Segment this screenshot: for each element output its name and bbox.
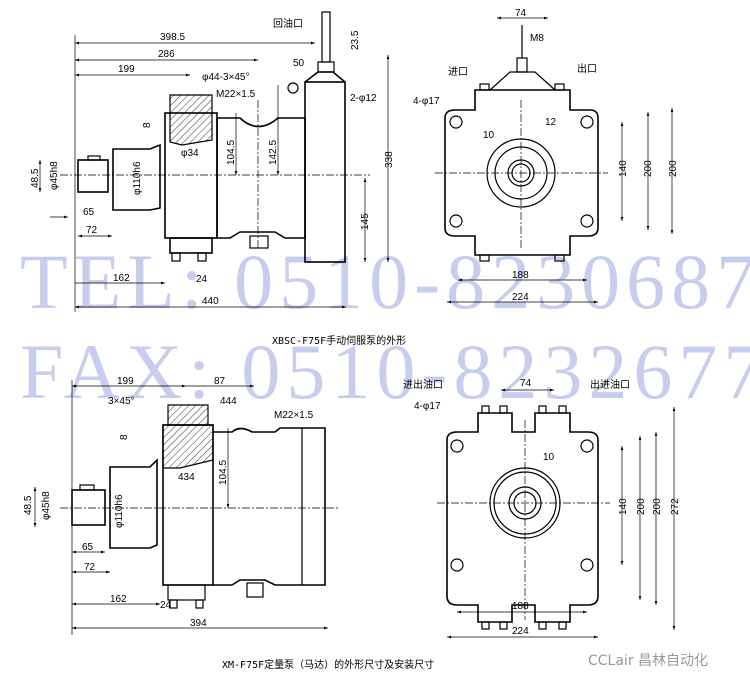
dim-label: 140 — [618, 498, 629, 515]
dim-label: φ110h6 — [114, 494, 125, 528]
top-front-labels: 74 M8 进口 出口 4-φ17 12 10 140 200 200 188 … — [413, 8, 679, 303]
dim-label: M8 — [530, 33, 544, 44]
dim-label: 50 — [293, 58, 305, 69]
dim-label: 10 — [483, 130, 495, 141]
outlet-inlet-port-label: 出进油口 — [590, 378, 630, 391]
dim-label: 200 — [643, 160, 654, 177]
dim-label: M22×1.5 — [216, 89, 256, 100]
dim-label: 188 — [512, 270, 529, 281]
dim-label: 199 — [118, 64, 135, 75]
dim-label: 444 — [220, 396, 237, 407]
dim-label: 104.5 — [226, 140, 237, 165]
dim-label: 394 — [190, 618, 207, 629]
dim-label: 87 — [214, 376, 226, 387]
dim-label: 12 — [545, 117, 557, 128]
top-side-labels: 398.5 286 199 φ44-3×45° M22×1.5 回油口 23.5… — [30, 17, 395, 307]
dim-label: 224 — [512, 626, 529, 637]
dim-label: φ34 — [181, 148, 199, 159]
dim-label: 24 — [196, 274, 208, 285]
brand-watermark: CCLair 昌林自动化 — [588, 653, 708, 669]
top-front-view — [435, 16, 674, 304]
dim-label: 65 — [83, 207, 95, 218]
dim-label: 440 — [202, 296, 219, 307]
inlet-outlet-port-label: 进出油口 — [403, 378, 443, 391]
dim-label: 104.5 — [218, 460, 229, 485]
return-port-label: 回油口 — [273, 17, 303, 30]
dim-label: 72 — [84, 562, 96, 573]
dim-label: 4-φ17 — [413, 96, 440, 107]
dim-label: M22×1.5 — [274, 410, 314, 421]
dim-label: 8 — [142, 122, 153, 128]
dim-label: 65 — [82, 542, 94, 553]
top-caption: XBSC-F75F手动伺服泵的外形 — [272, 334, 406, 347]
fax-watermark: FAX: 0510-82326771 — [20, 328, 750, 415]
dim-label: 74 — [515, 8, 527, 19]
dim-label: 145 — [360, 213, 371, 230]
dim-label: 48.5 — [30, 168, 41, 188]
tel-watermark: TEL: 0510-82306871 — [20, 238, 750, 325]
dim-label: 10 — [543, 452, 555, 463]
dim-label: 3×45° — [108, 396, 135, 407]
dim-label: φ45h8 — [49, 161, 60, 190]
dim-label: 4-φ17 — [414, 401, 441, 412]
dim-label: φ45h8 — [41, 491, 52, 520]
dim-label: 24 — [160, 600, 172, 611]
dim-label: 74 — [520, 378, 532, 389]
dim-label: 162 — [113, 273, 130, 284]
dim-label: 200 — [668, 160, 679, 177]
bottom-front-view — [437, 388, 676, 639]
dim-label: φ44-3×45° — [202, 72, 249, 83]
dim-label: 338 — [384, 151, 395, 168]
dim-label: 2-φ12 — [350, 93, 377, 104]
dim-label: 199 — [117, 376, 134, 387]
bottom-caption: XM-F75F定量泵（马达）的外形尺寸及安装尺寸 — [222, 658, 434, 671]
dim-label: 188 — [512, 601, 529, 612]
bottom-side-view — [33, 380, 340, 635]
top-side-view — [38, 11, 390, 312]
bottom-side-labels: 199 87 3×45° 444 M22×1.5 8 434 104.5 48.… — [23, 376, 314, 629]
dim-label: 224 — [512, 292, 529, 303]
dim-label: φ110h6 — [132, 161, 143, 195]
dim-label: 48.5 — [23, 495, 34, 515]
dim-label: 434 — [178, 472, 195, 483]
dim-label: 200 — [652, 498, 663, 515]
dim-label: 200 — [636, 498, 647, 515]
dim-label: 72 — [86, 225, 98, 236]
dim-label: 286 — [158, 49, 175, 60]
dim-label: 23.5 — [350, 30, 361, 50]
dim-label: 162 — [110, 594, 127, 605]
dim-label: 140 — [618, 160, 629, 177]
dim-label: 398.5 — [160, 32, 185, 43]
dim-label: 272 — [670, 498, 681, 515]
bottom-front-labels: 进出油口 74 出进油口 4-φ17 10 140 200 200 272 18… — [403, 378, 681, 637]
inlet-label: 进口 — [448, 66, 468, 78]
dim-label: 142.5 — [268, 140, 279, 165]
outlet-label: 出口 — [577, 62, 597, 75]
dim-label: 8 — [119, 434, 130, 440]
